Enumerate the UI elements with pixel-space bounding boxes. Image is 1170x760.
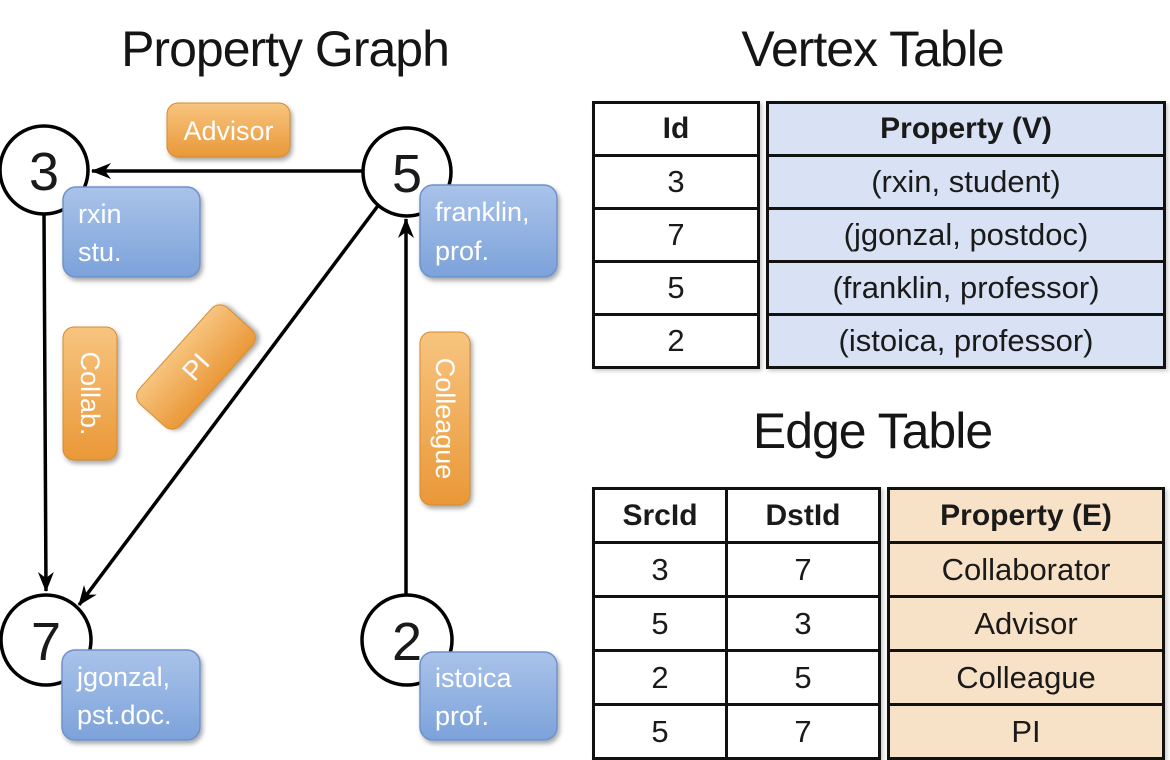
vertex-table-id-cell: 7: [595, 207, 757, 260]
svg-text:Collab.: Collab.: [75, 351, 105, 435]
edge-table-dst-cell: 7: [728, 541, 878, 595]
edge-label-collab: Collab.: [62, 326, 118, 461]
vertex-table-property-cell: (istoica, professor): [769, 313, 1163, 366]
edge-table-src-header: SrcId: [622, 498, 698, 532]
vertex-table-id-cell: 2: [595, 313, 757, 366]
svg-text:prof.: prof.: [435, 701, 489, 731]
vertex-table-id-cell: 5: [595, 260, 757, 313]
svg-text:jgonzal,: jgonzal,: [76, 662, 170, 692]
edge-table-title: Edge Table: [752, 403, 993, 459]
vertex-table-property-cell: (franklin, professor): [769, 260, 1163, 313]
svg-text:Advisor: Advisor: [183, 116, 273, 146]
edge-label-pi: PI: [136, 304, 256, 430]
edge-table-property-header: Property (E): [940, 498, 1112, 532]
svg-text:franklin,: franklin,: [435, 197, 530, 227]
edge-table-src-cell: 3: [595, 541, 725, 595]
edge-table-property-cell: Collaborator: [890, 541, 1162, 595]
vertex-table-property-cell: (rxin, student): [769, 154, 1163, 207]
svg-text:rxin: rxin: [78, 199, 122, 229]
vertex-table-property-cell: (jgonzal, postdoc): [769, 207, 1163, 260]
svg-text:istoica: istoica: [435, 663, 513, 693]
edge-arrow-3-to-7: [37, 213, 54, 592]
edge-table-src-cell: 5: [595, 595, 725, 649]
vertex-id-5: 5: [392, 144, 422, 204]
svg-text:Colleague: Colleague: [430, 358, 460, 480]
edge-table-src-cell: 5: [595, 703, 725, 757]
vertex-id-2: 2: [392, 612, 422, 672]
edge-table-dst-header: DstId: [765, 498, 841, 532]
vertex-table-property-column: Property (V) (rxin, student) (jgonzal, p…: [766, 101, 1166, 369]
edge-table-dst-cell: 3: [728, 595, 878, 649]
edge-table-property-column: Property (E) Collaborator Advisor Collea…: [887, 487, 1165, 760]
graph-canvas: 3 5 7 2 Advisor Collab. PI Collea: [0, 102, 558, 741]
vertex-table-id-cell: 3: [595, 154, 757, 207]
edge-table-property-cell: PI: [890, 703, 1162, 757]
edge-table-src-cell: 2: [595, 649, 725, 703]
vertex-table: Id 3 7 5 2 Property (V) (rxin, student) …: [592, 101, 1166, 369]
vertex-id-7: 7: [31, 612, 61, 672]
vertex-table-id-column: Id 3 7 5 2: [592, 101, 760, 369]
vertex-id-3: 3: [29, 142, 59, 202]
vertex-table-title: Vertex Table: [741, 21, 1004, 77]
edge-arrow-5-to-7: [77, 201, 382, 607]
vertex-property-box-franklin: franklin, prof.: [419, 184, 558, 278]
vertex-table-property-header: Property (V): [880, 112, 1052, 145]
vertex-table-id-header: Id: [662, 112, 690, 145]
edge-label-colleague: Colleague: [419, 331, 471, 506]
edge-table-src-column: SrcId 3 5 2 5: [595, 490, 725, 757]
svg-text:stu.: stu.: [78, 237, 122, 267]
edge-table-id-columns: SrcId 3 5 2 5 DstId 7 3 5 7: [592, 487, 881, 760]
svg-text:prof.: prof.: [435, 236, 489, 266]
edge-table-dst-cell: 7: [728, 703, 878, 757]
edge-table-dst-cell: 5: [728, 649, 878, 703]
vertex-property-box-istoica: istoica prof.: [419, 651, 558, 741]
edge-table-dst-column: DstId 7 3 5 7: [725, 490, 878, 757]
graph-title: Property Graph: [121, 21, 450, 77]
edge-table-property-cell: Colleague: [890, 649, 1162, 703]
vertex-property-box-rxin: rxin stu.: [62, 186, 201, 278]
edge-table: SrcId 3 5 2 5 DstId 7 3 5 7 Property (E)…: [592, 487, 1165, 760]
edge-label-advisor: Advisor: [166, 102, 291, 158]
svg-text:pst.doc.: pst.doc.: [77, 700, 172, 730]
edge-table-property-cell: Advisor: [890, 595, 1162, 649]
vertex-property-box-jgonzal: jgonzal, pst.doc.: [61, 649, 201, 741]
